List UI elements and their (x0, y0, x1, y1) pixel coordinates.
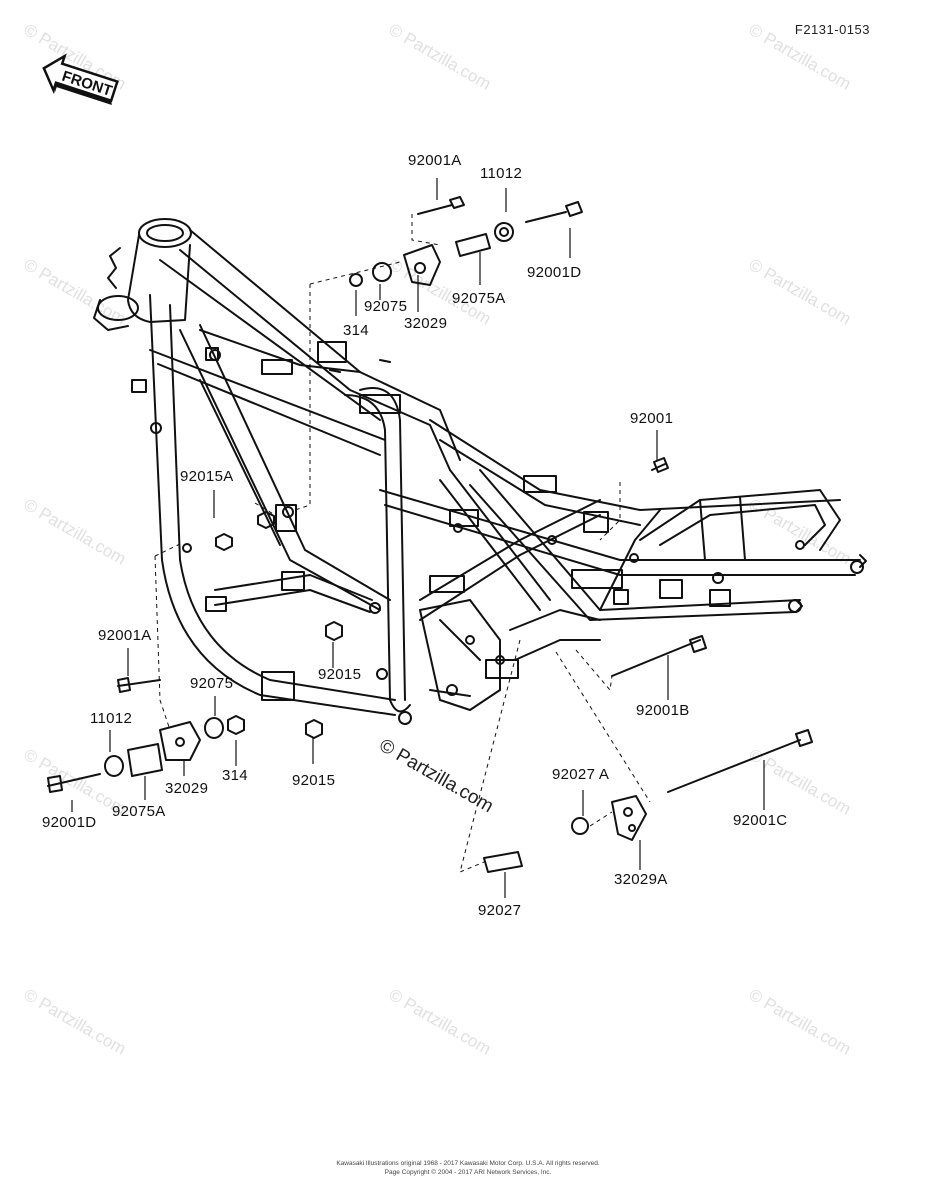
part-label: 92001A (408, 152, 462, 169)
part-label: 32029 (404, 315, 448, 332)
part-label: 92075 (364, 298, 408, 315)
part-label: 92027 A (552, 766, 610, 783)
copyright-line: Page Copyright © 2004 - 2017 ARI Network… (384, 1169, 552, 1176)
copyright-line: Kawasaki Illustrations original 1968 - 2… (336, 1160, 600, 1167)
part-label: 92001B (636, 702, 690, 719)
part-label: 32029A (614, 871, 668, 888)
down-tube-left (149, 294, 396, 716)
part-label: 32029 (165, 780, 209, 797)
part-label: 92015 (318, 666, 362, 683)
rear-mount-parts (398, 457, 813, 873)
part-label: 314 (222, 767, 248, 784)
left-mount-parts (47, 511, 343, 793)
down-tube-right (179, 324, 391, 611)
part-label: 92027 (478, 902, 522, 919)
frame-brackets (131, 341, 731, 701)
pivot-plates (419, 599, 601, 711)
engine-cradle (214, 387, 411, 713)
part-label: 314 (343, 322, 369, 339)
alignment-lines (154, 214, 651, 873)
part-label: 92015 (292, 772, 336, 789)
upper-mount-parts (329, 196, 583, 373)
part-label: 92001D (527, 264, 582, 281)
steering-head (93, 218, 192, 331)
rear-frame (379, 419, 867, 621)
part-label: 92015A (180, 468, 234, 485)
part-label: 92001D (42, 814, 97, 831)
figure-id: F2131-0153 (794, 22, 870, 37)
part-label: 92001A (98, 627, 152, 644)
part-label: 92001C (733, 812, 788, 829)
front-arrow-icon: FRONT (42, 53, 119, 106)
top-tube (149, 229, 461, 471)
part-label: 11012 (480, 165, 523, 182)
leader-lines (71, 178, 765, 898)
part-label: 11012 (90, 710, 133, 727)
part-label: 92075A (112, 803, 166, 820)
part-label: 92075 (190, 675, 234, 692)
rear-loop (639, 489, 841, 561)
part-label: 92075A (452, 290, 506, 307)
part-label: 92001 (630, 410, 674, 427)
